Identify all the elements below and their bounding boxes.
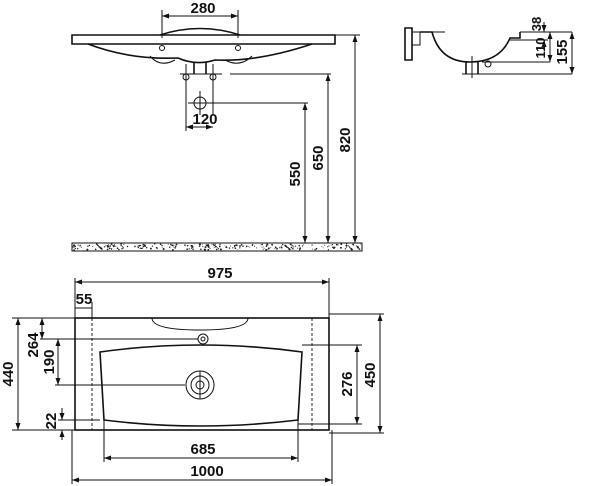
dim-1000: 1000 <box>190 463 223 480</box>
dim-550: 550 <box>287 161 304 186</box>
dim-820: 820 <box>337 127 354 152</box>
front-elevation: 280 120 550 650 820 <box>71 0 363 252</box>
dim-38: 38 <box>529 17 544 31</box>
dim-975: 975 <box>207 265 232 282</box>
dim-280: 280 <box>190 0 215 17</box>
dim-110: 110 <box>533 38 548 59</box>
dim-450: 450 <box>362 362 379 387</box>
dim-55: 55 <box>76 291 93 308</box>
dim-650: 650 <box>310 145 327 170</box>
dim-155: 155 <box>554 39 571 64</box>
floor-hatch <box>71 242 363 252</box>
dim-22: 22 <box>43 413 60 430</box>
dim-276: 276 <box>339 371 356 396</box>
dim-440: 440 <box>0 361 17 386</box>
dim-190: 190 <box>41 349 58 374</box>
side-section: 38 110 155 <box>404 17 575 78</box>
dim-120: 120 <box>192 111 217 128</box>
plan-view: 975 55 264 190 440 22 <box>0 265 384 484</box>
floor-speckles <box>72 243 362 251</box>
dim-685: 685 <box>190 441 215 458</box>
dim-264: 264 <box>25 332 42 358</box>
